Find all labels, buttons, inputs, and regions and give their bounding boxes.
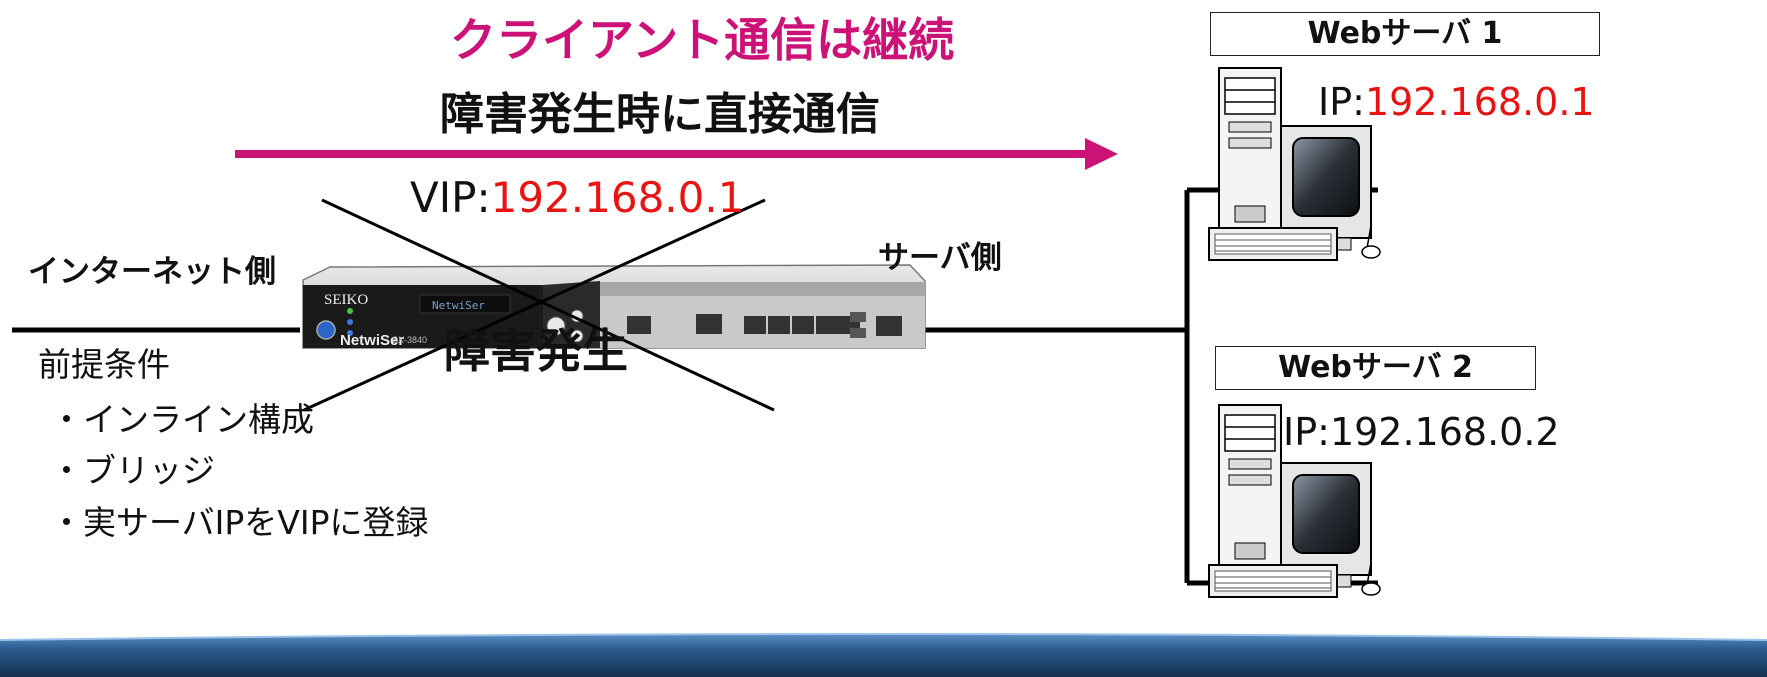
page-title: クライアント通信は継続 — [450, 13, 955, 67]
appliance-logo: NetwiSer — [340, 332, 404, 349]
appliance-brand: SEIKO — [324, 292, 368, 308]
server-ip-value: 192.168.0.1 — [1364, 80, 1595, 124]
appliance-display: NetwiSer — [432, 299, 485, 312]
server-ip-value: 192.168.0.2 — [1329, 410, 1560, 454]
footer-band-highlight — [0, 633, 1767, 641]
network-appliance-icon — [302, 264, 926, 349]
server-side-label: サーバ側 — [878, 240, 1002, 276]
vip-label: VIP:192.168.0.1 — [410, 173, 744, 222]
failover-message: 障害発生時に直接通信 — [440, 89, 880, 140]
footer-band — [0, 634, 1767, 677]
vip-prefix: VIP: — [410, 173, 491, 222]
premises-title: 前提条件 — [38, 345, 170, 384]
server-ip: IP:192.168.0.1 — [1318, 80, 1595, 124]
premise-item: ・実サーバIPをVIPに登録 — [50, 503, 429, 542]
arrow-right-icon — [235, 138, 1118, 170]
internet-side-label: インターネット側 — [28, 254, 276, 290]
cross-out-icon — [303, 198, 775, 412]
premise-item: ・ブリッジ — [50, 451, 215, 490]
desktop-computer-icon — [1208, 67, 1381, 261]
appliance-model: SX-3840 — [392, 335, 427, 345]
desktop-computer-icon — [1208, 404, 1381, 598]
server-name-box: Webサーバ 1 — [1210, 12, 1600, 56]
server-ip: IP:192.168.0.2 — [1283, 410, 1560, 454]
server-ip-prefix: IP: — [1318, 80, 1365, 124]
vip-value: 192.168.0.1 — [490, 173, 745, 222]
premise-item: ・インライン構成 — [50, 400, 314, 439]
server-ip-prefix: IP: — [1283, 410, 1330, 454]
fault-label: 障害発生 — [444, 324, 628, 378]
server-name-box: Webサーバ 2 — [1215, 346, 1536, 390]
